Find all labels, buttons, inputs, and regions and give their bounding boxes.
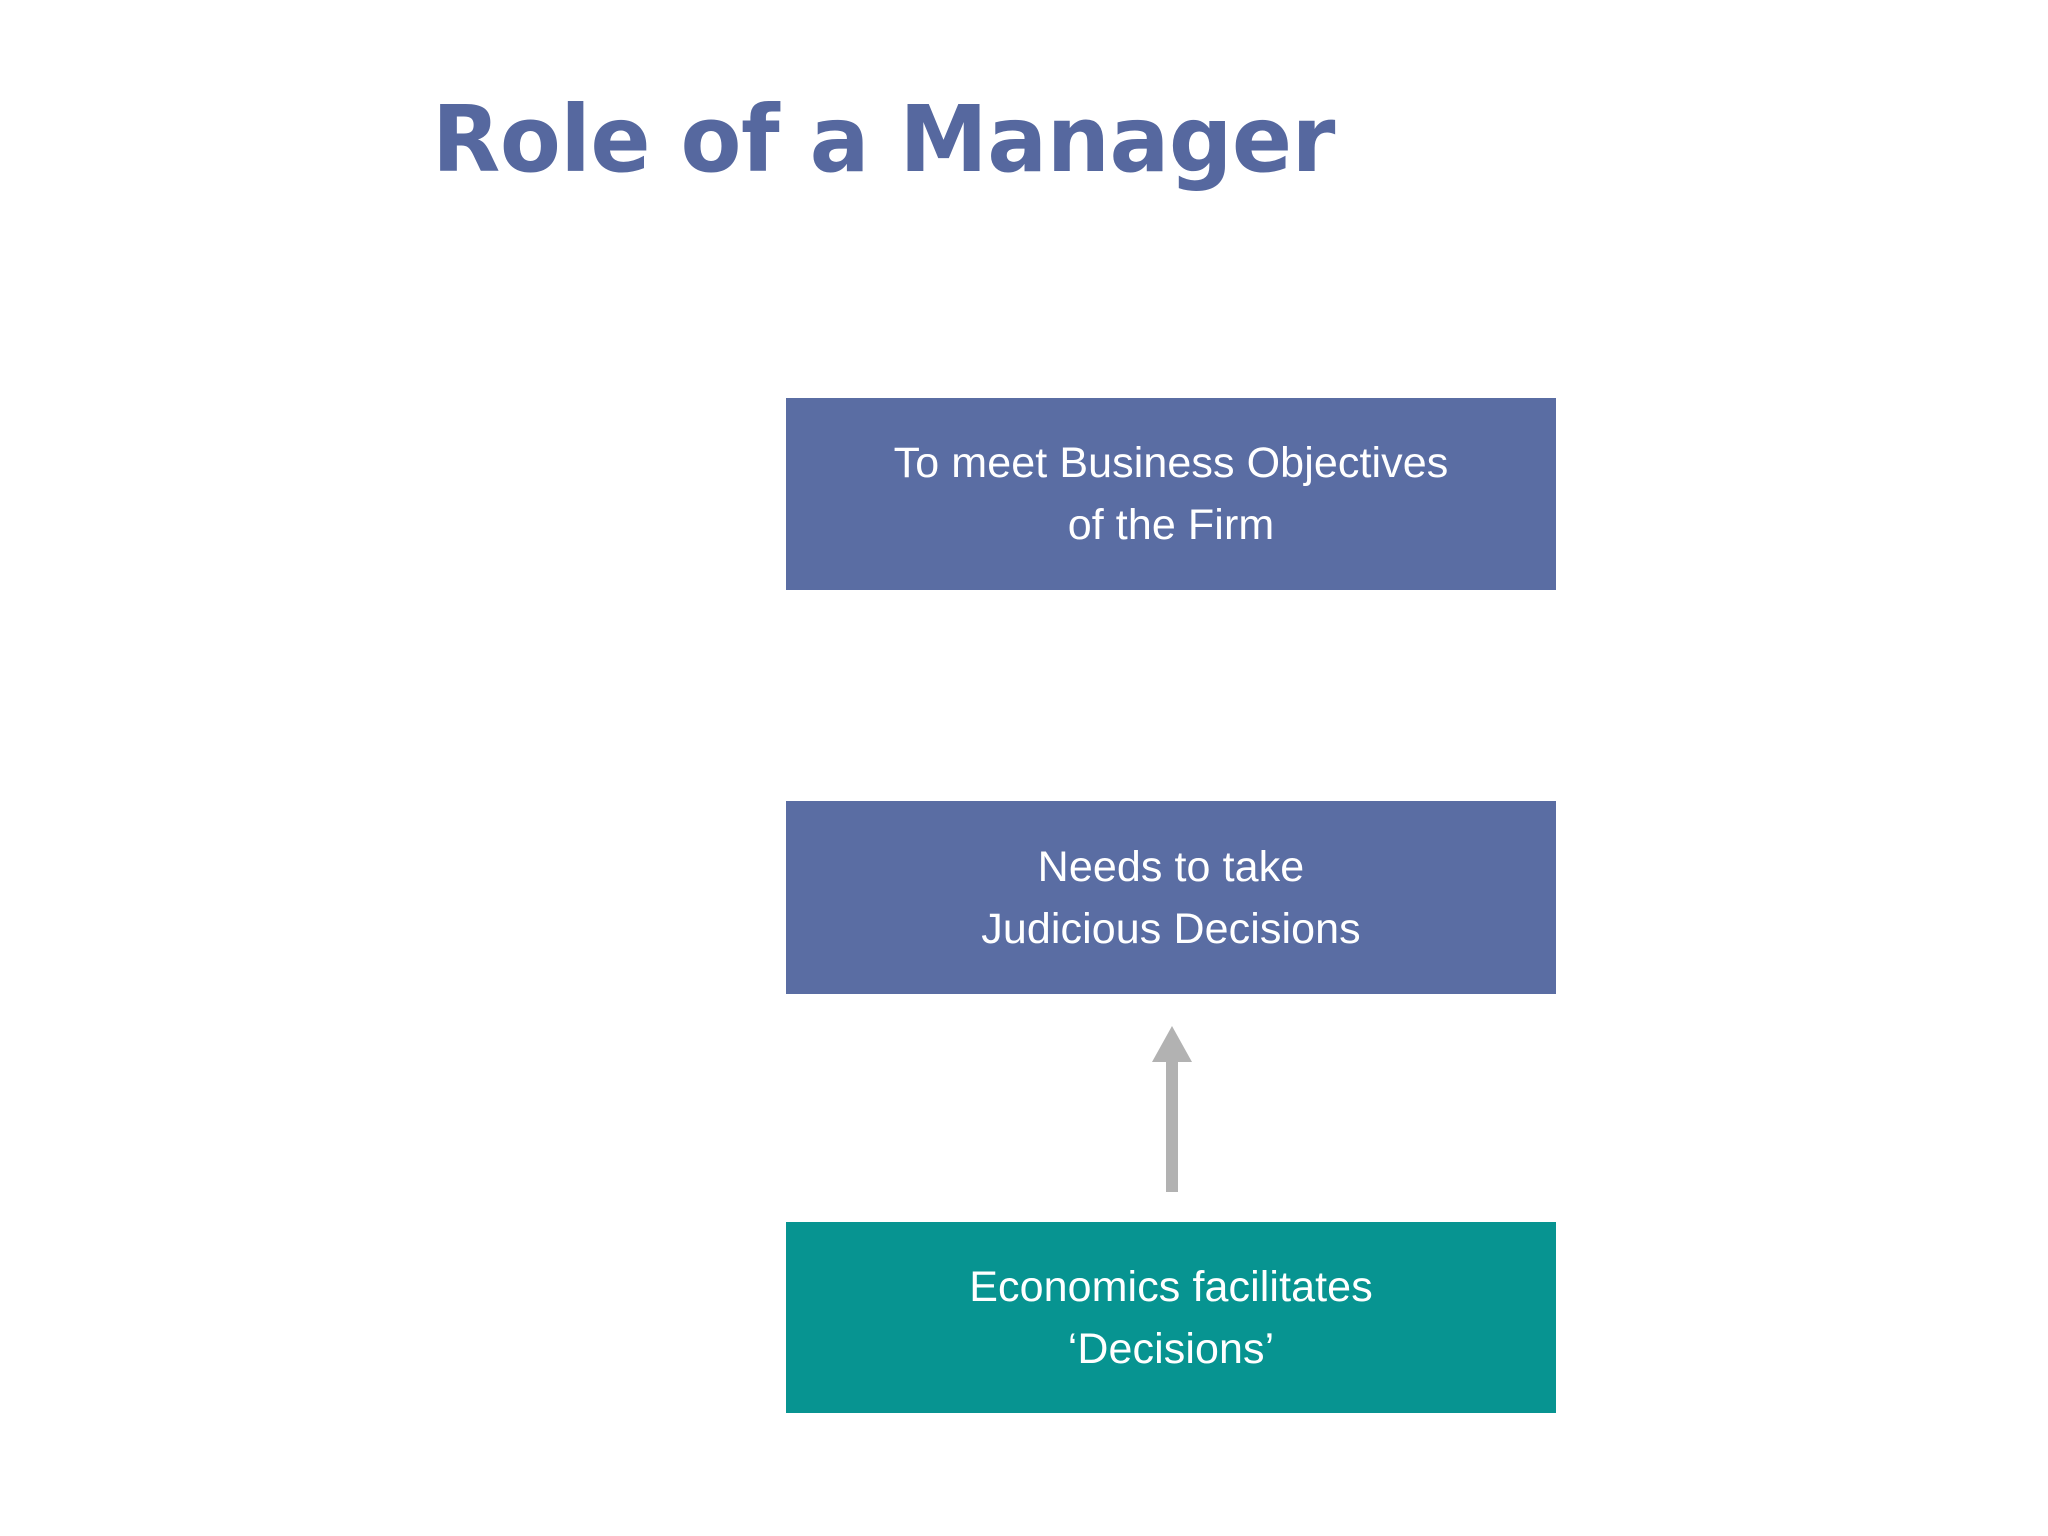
flow-node-decisions-label: Needs to take Judicious Decisions xyxy=(981,842,1361,953)
flow-node-economics: Economics facilitates ‘Decisions’ xyxy=(786,1222,1556,1413)
up-arrow-icon xyxy=(1132,1024,1212,1196)
page-title: Role of a Manager xyxy=(432,86,1335,193)
flow-node-economics-label: Economics facilitates ‘Decisions’ xyxy=(969,1262,1373,1373)
flow-node-objectives: To meet Business Objectives of the Firm xyxy=(786,398,1556,590)
flow-node-decisions: Needs to take Judicious Decisions xyxy=(786,801,1556,994)
flow-node-objectives-label: To meet Business Objectives of the Firm xyxy=(893,439,1449,549)
